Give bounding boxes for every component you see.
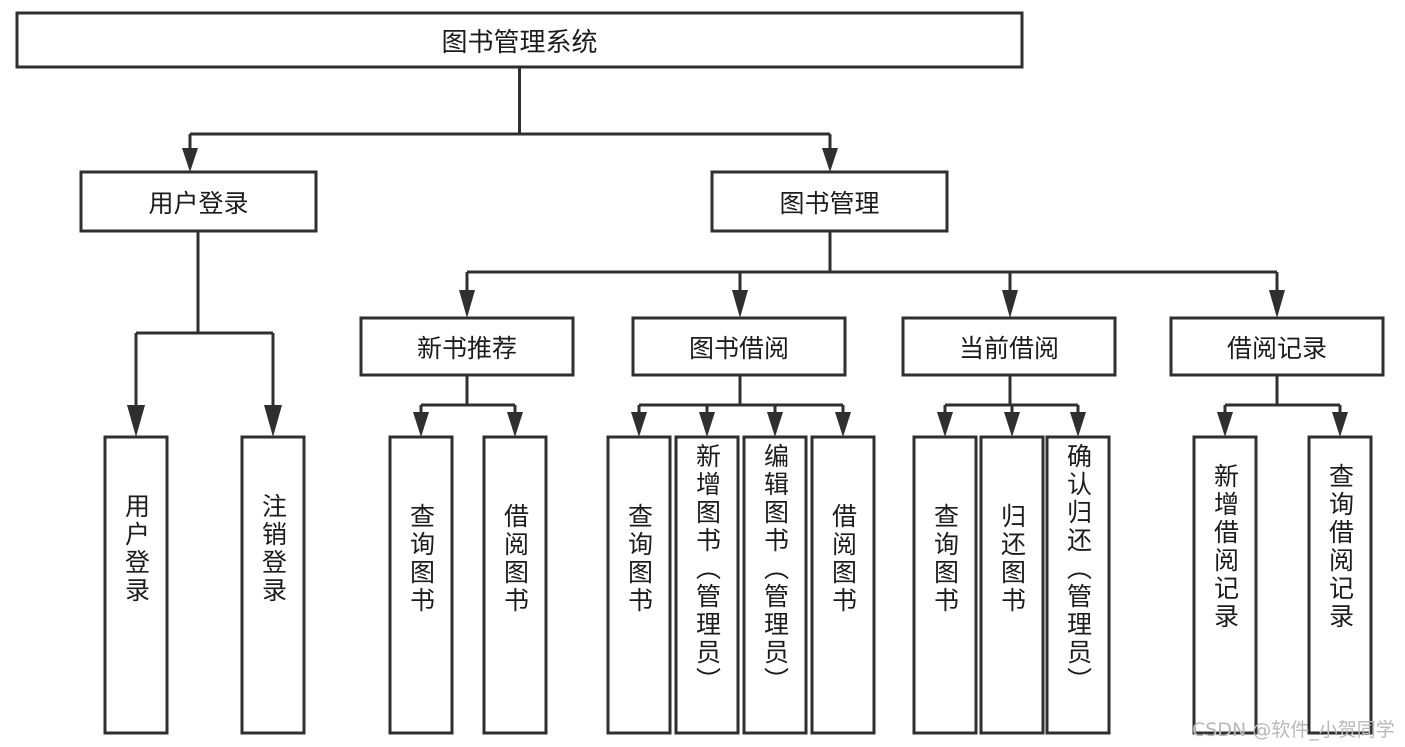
connector-userlogin-to-leaves [127,231,282,437]
connector-currentborrow-to-leaves [937,375,1086,437]
node-box-leaf-query-record [1307,435,1373,735]
connector-borrowrecord-to-leaves [1217,375,1348,437]
node-box-leaf-add-book [674,435,740,735]
node-box-leaf-query-book-3 [912,435,978,735]
node-box-borrow-record [1169,316,1385,377]
node-box-leaf-query-book-1 [388,435,454,735]
node-box-leaf-confirm-ret [1045,435,1111,735]
node-box-leaf-user-login [103,435,169,735]
connector-root-to-level2 [182,67,838,172]
node-box-leaf-logout [240,435,306,735]
node-box-new-book-rec [359,316,575,377]
node-box-root [15,11,1024,69]
connector-bookmanage-to-level3 [459,231,1285,318]
node-box-book-borrow [631,316,847,377]
node-box-leaf-return-book [979,435,1045,735]
node-box-leaf-query-book-2 [606,435,672,735]
connector-newbookrec-to-leaves [413,375,523,437]
node-box-leaf-borrow-book-1 [482,435,548,735]
node-box-current-borrow [901,316,1117,377]
node-box-book-manage [710,170,949,233]
node-box-user-login [79,170,318,233]
node-box-leaf-edit-book [742,435,808,735]
connector-bookborrow-to-leaves [631,375,851,437]
node-box-leaf-borrow-book-2 [810,435,876,735]
node-box-leaf-add-record [1192,435,1258,735]
